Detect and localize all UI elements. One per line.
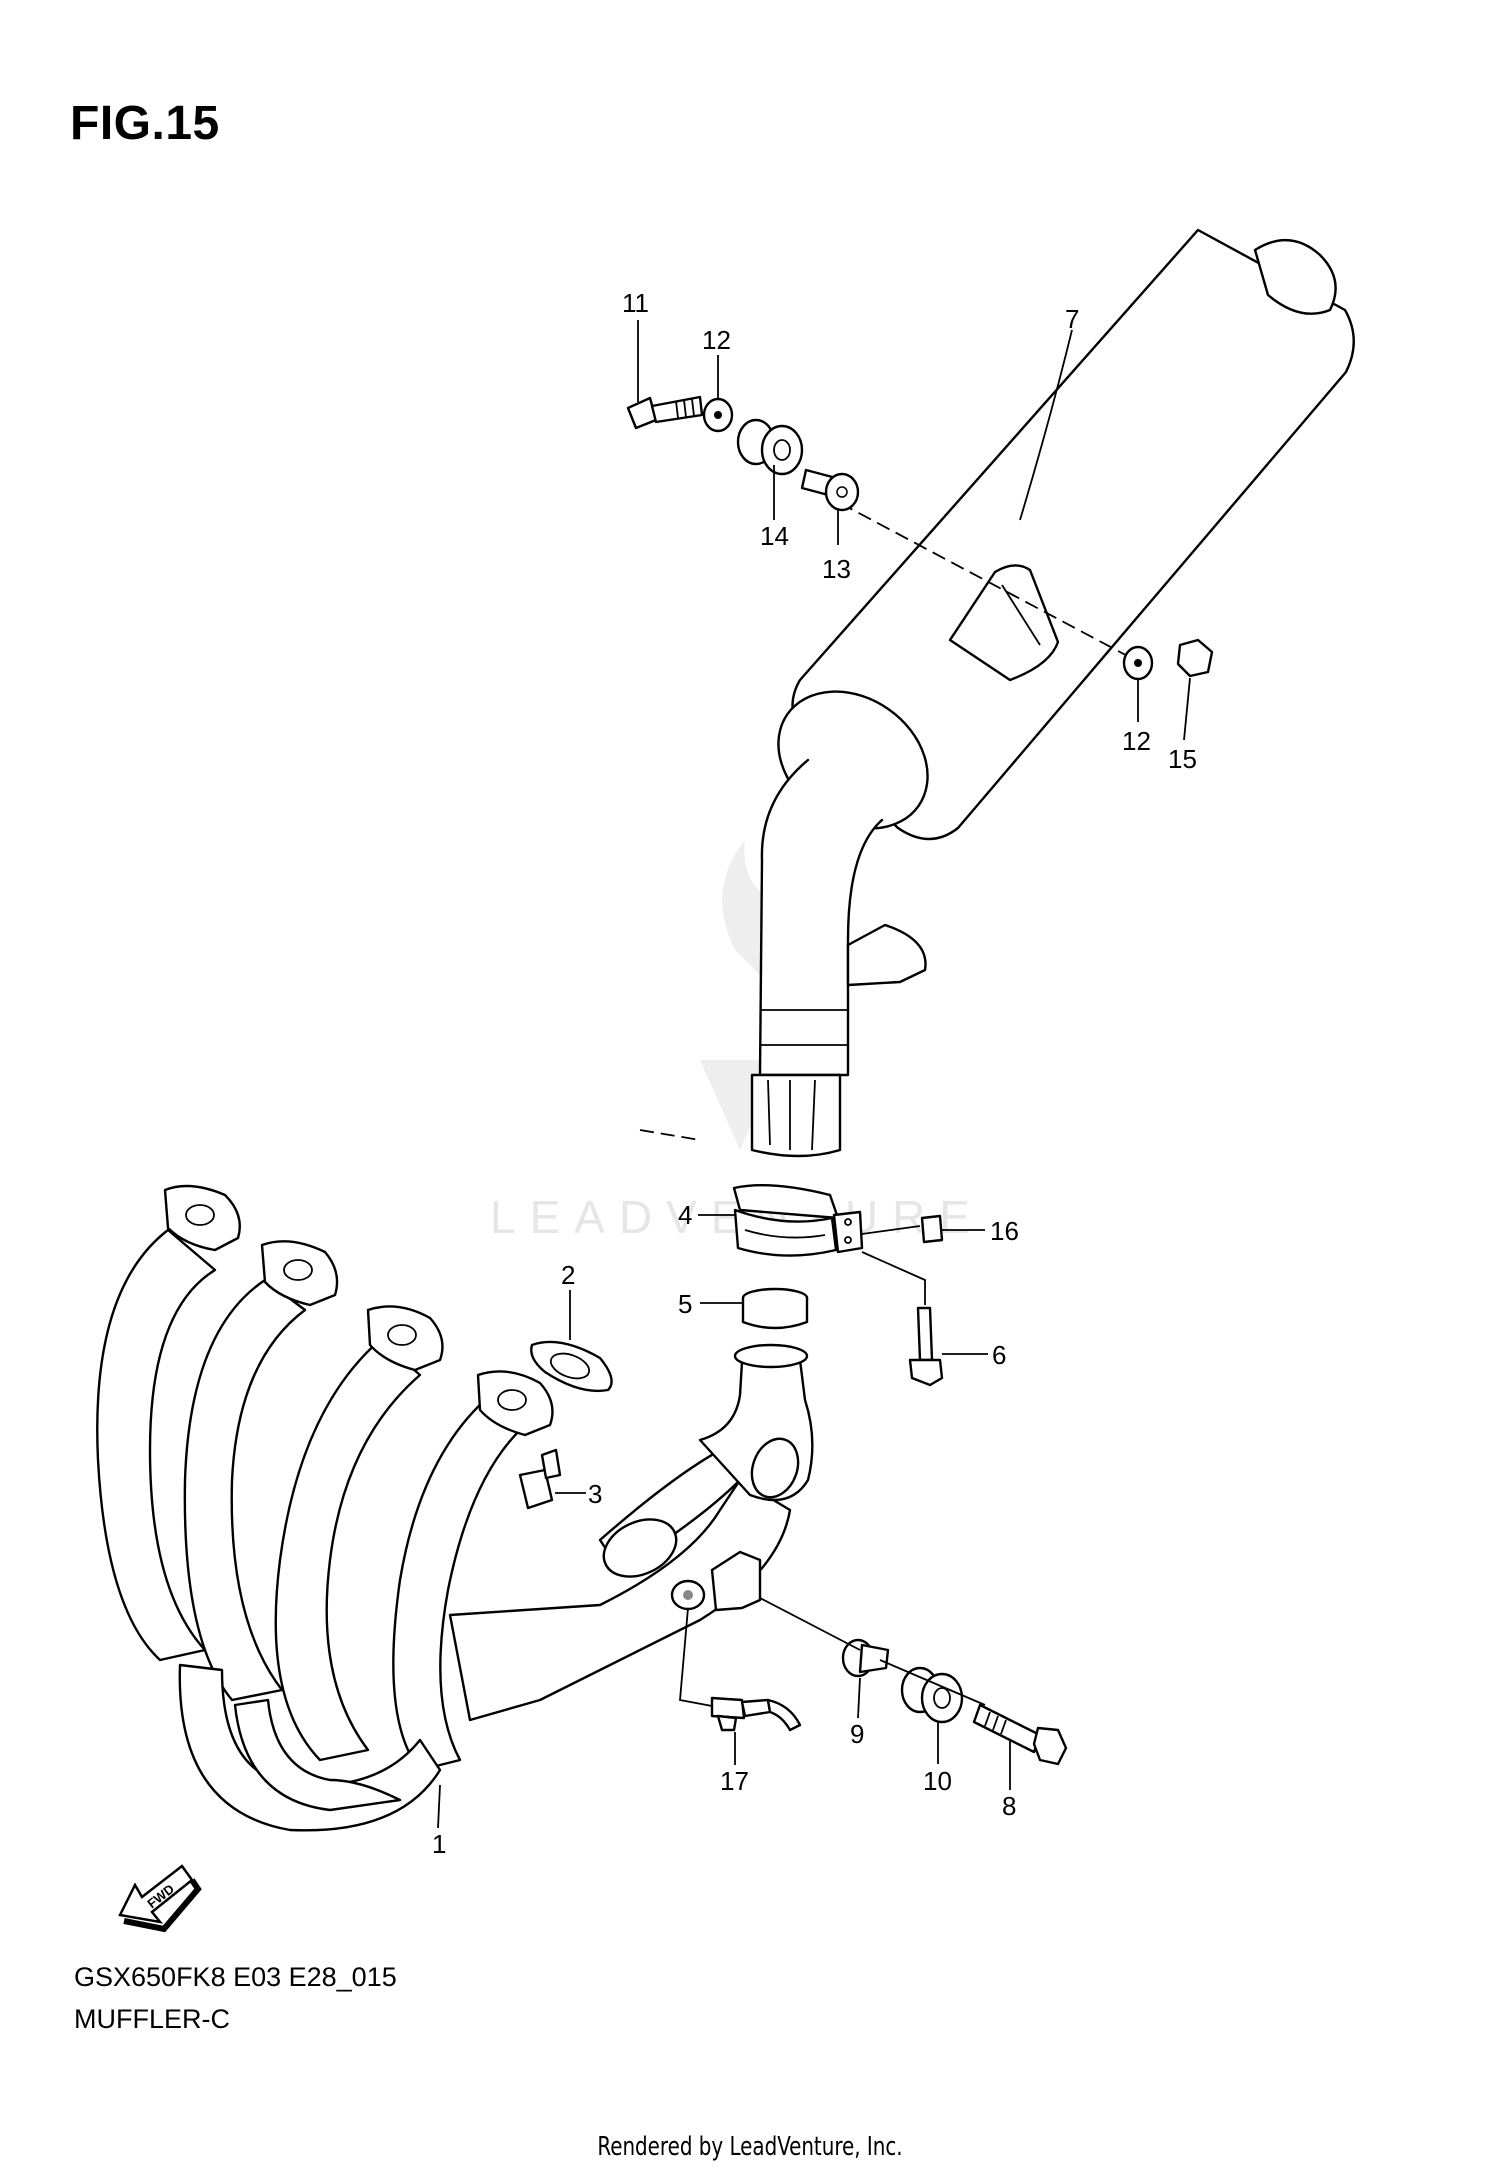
callout-12b: 12 (1122, 726, 1151, 756)
callout-11: 11 (622, 288, 649, 318)
callout-2: 2 (561, 1260, 575, 1290)
footer-credit: Rendered by LeadVenture, Inc. (597, 2132, 903, 2162)
gasket-ring-5[interactable] (741, 1287, 809, 1330)
callout-10: 10 (923, 1766, 952, 1796)
callout-7: 7 (1065, 304, 1079, 334)
alignment-line-clamp (639, 1129, 701, 1141)
cushion-14[interactable] (736, 418, 804, 476)
clamp-16-alignment (861, 1225, 926, 1305)
callout-17: 17 (720, 1766, 749, 1796)
watermark-text: LEADVENTURE (490, 1191, 984, 1243)
spacer-13[interactable] (800, 468, 860, 512)
callout-5: 5 (678, 1289, 692, 1319)
alignment-line-lower-mount (759, 1597, 861, 1651)
washer-12b-hole (1134, 659, 1142, 667)
callout-3: 3 (588, 1479, 602, 1509)
callout-14: 14 (760, 521, 789, 551)
callout-4: 4 (678, 1200, 692, 1230)
alignment-line-lower-bolt (879, 1659, 986, 1706)
callout-12a: 12 (702, 325, 731, 355)
oxygen-sensor-17[interactable] (710, 1696, 802, 1732)
nut-3[interactable] (518, 1448, 562, 1510)
bolt-8[interactable] (972, 1703, 1068, 1766)
bolt-11[interactable] (626, 395, 704, 430)
watermark: LEADVENTURE (490, 830, 984, 1243)
cushion-10[interactable] (900, 1666, 964, 1724)
fwd-arrow-icon: FWD (118, 1864, 202, 1933)
diagram-caption: MUFFLER-C (74, 2004, 230, 2034)
callout-15: 15 (1168, 744, 1197, 774)
clamp-4[interactable] (732, 1184, 864, 1257)
callout-9: 9 (850, 1719, 864, 1749)
callout-16: 16 (990, 1216, 1019, 1246)
callout-numbers: 11 12 7 14 13 12 15 4 16 5 6 2 3 1 9 10 … (432, 288, 1197, 1859)
callout-6: 6 (992, 1340, 1006, 1370)
nut-16[interactable] (920, 1214, 944, 1244)
callout-1: 1 (432, 1829, 446, 1859)
washer-12a-hole (714, 411, 722, 419)
diagram-code: GSX650FK8 E03 E28_015 (74, 1962, 397, 1992)
gasket-2[interactable] (530, 1340, 613, 1393)
alignment-line-sensor (679, 1607, 713, 1707)
nut-15[interactable] (1176, 638, 1214, 678)
alignment-line-upper (839, 502, 1136, 661)
muffler[interactable] (750, 228, 1355, 1158)
bolt-6[interactable] (908, 1306, 944, 1387)
leader-lines (437, 320, 1191, 1829)
callout-8: 8 (1002, 1791, 1016, 1821)
callout-13: 13 (822, 554, 851, 584)
exhaust-header-pipe[interactable] (96, 1184, 814, 1832)
figure-title: FIG.15 (70, 97, 220, 150)
spacer-9[interactable] (841, 1638, 890, 1678)
